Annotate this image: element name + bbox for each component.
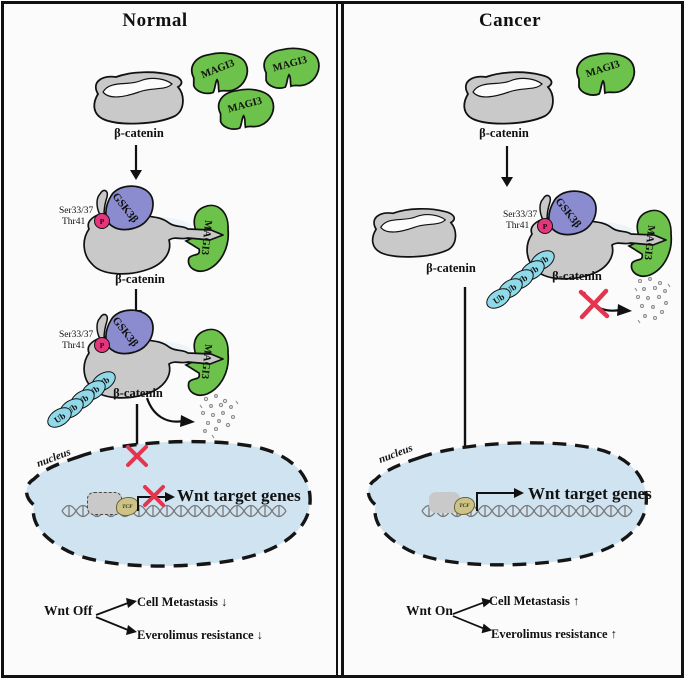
inhibition-cross-icon xyxy=(126,445,148,467)
cancer-panel-title: Cancer xyxy=(478,10,542,31)
beta-catenin-tail xyxy=(96,313,109,340)
ser-site-label: Ser33/37 xyxy=(59,330,94,340)
wnt-target-genes-label: Wnt target genes xyxy=(528,484,652,503)
thr-site-label: Thr41 xyxy=(62,341,86,351)
magi3-blob xyxy=(576,52,636,96)
beta-catenin-blob xyxy=(93,71,184,125)
nucleus xyxy=(24,439,312,568)
metastasis-outcome-label: Cell Metastasis ↑ xyxy=(489,594,580,608)
metastasis-outcome-label: Cell Metastasis ↓ xyxy=(137,595,228,609)
beta-catenin-tail xyxy=(96,189,109,216)
wnt-target-genes-label: Wnt target genes xyxy=(177,486,301,505)
arrow-down xyxy=(501,146,513,187)
tcf-factor: TCF xyxy=(454,497,475,515)
nucleus xyxy=(366,441,648,567)
everolimus-outcome-label: Everolimus resistance ↓ xyxy=(137,628,263,642)
fork-arrows xyxy=(452,597,493,634)
fork-arrows xyxy=(95,598,137,635)
phospho-badge: P xyxy=(94,337,110,353)
magi3-blob xyxy=(217,88,275,130)
arrow-down xyxy=(130,145,142,180)
degradation-arrow xyxy=(145,397,195,427)
panel-divider-right xyxy=(341,1,344,678)
beta-catenin-label: β-catenin xyxy=(426,261,476,275)
magi3-blob xyxy=(190,52,249,95)
beta-catenin-blob xyxy=(463,71,554,125)
beta-catenin-label: β-catenin xyxy=(479,126,529,140)
ser-site-label: Ser33/37 xyxy=(59,206,94,216)
beta-catenin-label: β-catenin xyxy=(115,272,165,286)
degraded-protein-debris xyxy=(199,394,239,439)
beta-catenin-label: β-catenin xyxy=(552,269,602,283)
beta-catenin-tail xyxy=(539,194,552,221)
phospho-badge: P xyxy=(94,213,110,229)
panel-divider-left xyxy=(336,1,338,678)
destruction-complex-ubiquitinated xyxy=(526,190,673,280)
beta-catenin-blob xyxy=(371,208,457,258)
beta-catenin-bound xyxy=(429,492,460,513)
phospho-badge: P xyxy=(537,218,553,234)
beta-catenin-label: β-catenin xyxy=(113,386,163,400)
thr-site-label: Thr41 xyxy=(506,221,530,231)
wnt-state-label: Wnt On xyxy=(406,603,453,618)
normal-panel-title: Normal xyxy=(122,10,188,31)
thr-site-label: Thr41 xyxy=(62,217,86,227)
inhibition-cross-icon xyxy=(143,485,165,507)
inhibition-cross-icon xyxy=(578,288,610,320)
beta-catenin-label: β-catenin xyxy=(114,126,164,140)
ser-site-label: Ser33/37 xyxy=(503,210,538,220)
magi3-blob xyxy=(263,47,320,89)
wnt-state-label: Wnt Off xyxy=(44,603,93,618)
transcription-arrow xyxy=(476,488,524,511)
everolimus-outcome-label: Everolimus resistance ↑ xyxy=(491,627,617,641)
degraded-protein-debris xyxy=(634,277,671,324)
